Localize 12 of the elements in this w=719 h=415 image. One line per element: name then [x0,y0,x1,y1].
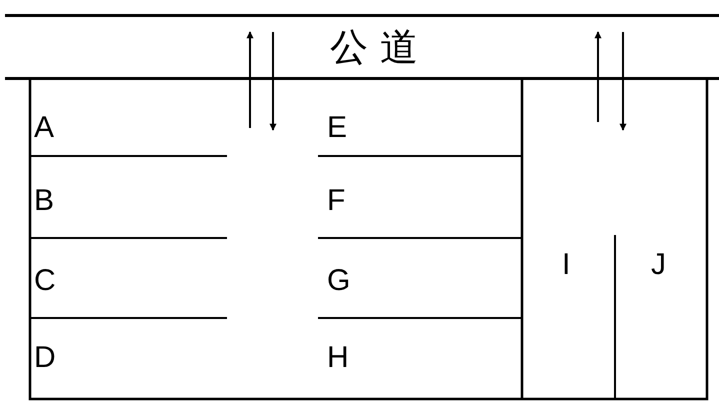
lot-label: G [327,266,350,296]
lot-label: C [34,266,56,296]
lot-label: J [651,250,666,280]
lot-label: B [34,186,54,216]
road-band [5,14,719,80]
road-label: 公 道 [330,27,418,67]
lot-label: F [327,186,346,216]
lot-label: E [327,113,348,143]
lot-label: D [34,343,56,373]
lot-label: H [327,343,349,373]
lot-label: A [34,113,54,143]
lot-label: I [562,250,570,280]
